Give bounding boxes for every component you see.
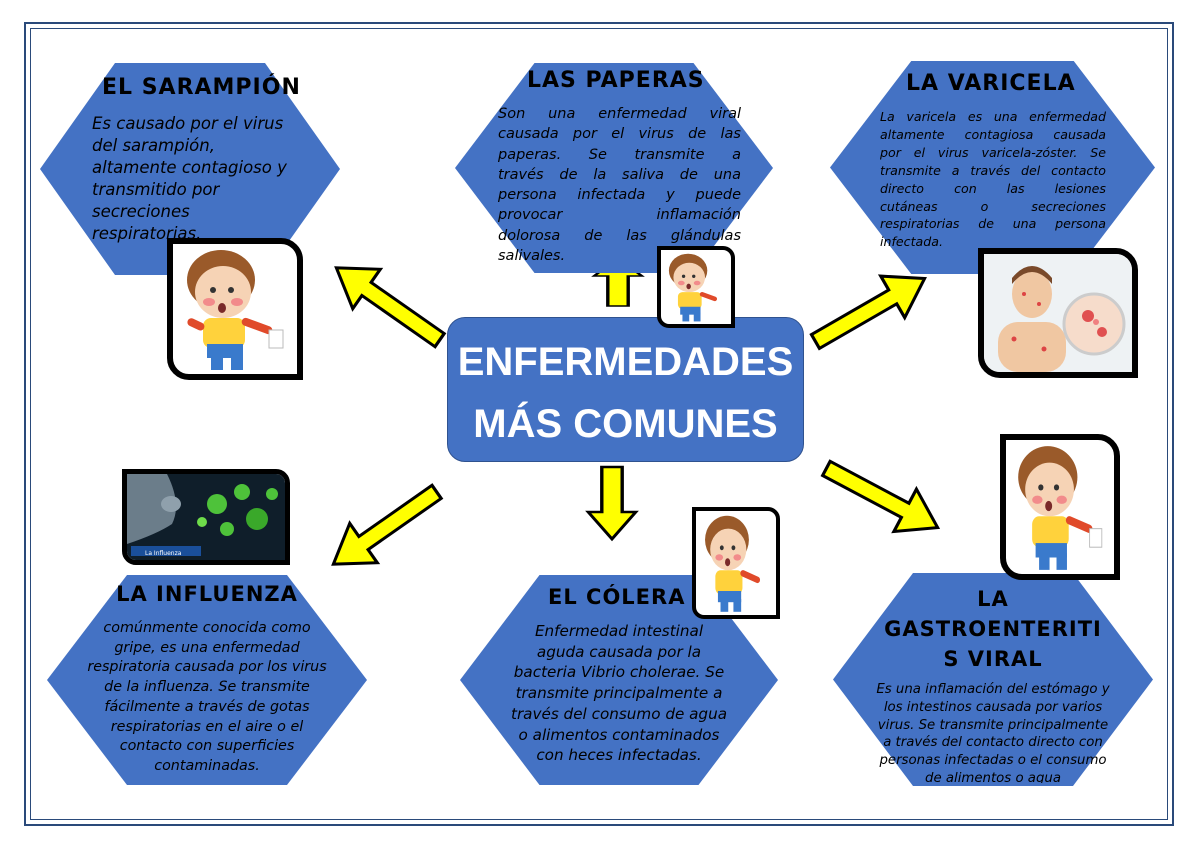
sick-child-image-gastroenteritis bbox=[1000, 434, 1120, 580]
text-sarampion: Es causado por el virus del sarampión, a… bbox=[92, 114, 287, 243]
title-colera: EL CÓLERA bbox=[548, 585, 686, 609]
sick-child-illustration bbox=[705, 515, 761, 612]
sick-child-illustration bbox=[1018, 446, 1103, 570]
text-varicela: La varicela es una enfermedad altamente … bbox=[880, 109, 1106, 250]
central-topic-box bbox=[447, 317, 804, 462]
text-colera: Enfermedad intestinal aguda causada por … bbox=[510, 622, 728, 765]
arrow-to-sarampion bbox=[334, 266, 447, 349]
arrow-to-influenza bbox=[331, 483, 444, 566]
text-influenza: comúnmente conocida como gripe, es una e… bbox=[87, 620, 327, 774]
varicela-image bbox=[978, 248, 1138, 378]
arrow-to-colera bbox=[585, 465, 639, 542]
text-gastroenteritis: Es una inflamación del estómago y los in… bbox=[876, 682, 1110, 783]
inner-frame bbox=[30, 28, 1168, 820]
sick-child-illustration bbox=[187, 250, 284, 370]
hexagon-influenza bbox=[47, 575, 367, 785]
central-title-line2: MÁS COMUNES bbox=[473, 402, 778, 446]
sick-child-image-paperas bbox=[657, 246, 735, 328]
central-title-line1: ENFERMEDADES bbox=[457, 340, 794, 384]
sick-child-image-sarampion bbox=[167, 238, 303, 380]
influenza-image: La Influenza bbox=[122, 469, 290, 565]
arrow-to-gastroenteritis bbox=[820, 459, 941, 534]
hexagon-paperas bbox=[455, 63, 773, 273]
influenza-image-caption: La Influenza bbox=[145, 550, 182, 557]
text-paperas: Son una enfermedad viral causada por el … bbox=[498, 106, 741, 265]
sick-child-image-colera bbox=[692, 507, 780, 619]
title-paperas: LAS PAPERAS bbox=[527, 68, 705, 93]
outer-frame bbox=[24, 22, 1174, 826]
title-influenza: LA INFLUENZA bbox=[116, 582, 298, 606]
chickenpox-illustration bbox=[984, 254, 1132, 372]
arrow-to-varicela bbox=[809, 274, 927, 351]
title-gastroenteritis: LA GASTROENTERITI S VIRAL bbox=[884, 587, 1102, 671]
title-sarampion: EL SARAMPIÓN bbox=[102, 75, 301, 100]
title-varicela: LA VARICELA bbox=[906, 71, 1076, 96]
influenza-virus-illustration bbox=[127, 474, 285, 560]
sick-child-illustration bbox=[668, 253, 718, 322]
